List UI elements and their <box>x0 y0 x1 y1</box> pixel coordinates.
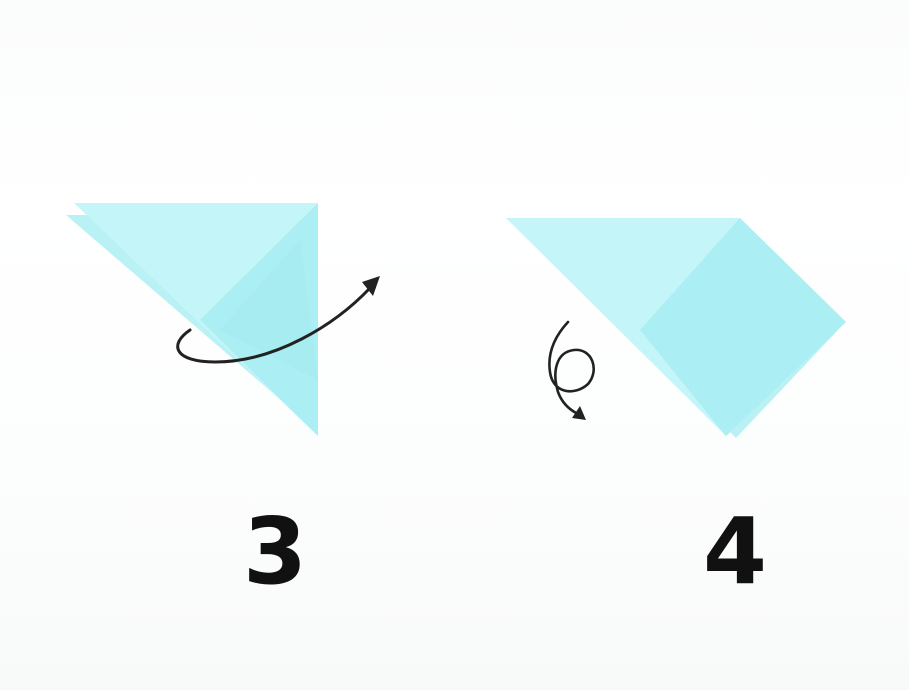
turn-over-arrow-icon <box>548 320 595 420</box>
step-4-fold-shade <box>640 218 846 436</box>
step-4-paper <box>506 218 846 438</box>
step-3-fold-shade-2 <box>220 240 318 380</box>
fold-arrow-over-icon <box>176 276 380 364</box>
step-3-fold-shade <box>200 203 318 436</box>
step-3-paper <box>66 203 318 436</box>
step-number-3: 3 <box>243 498 308 605</box>
step-3-front-layer <box>74 203 318 436</box>
step-number-4: 4 <box>703 498 768 605</box>
